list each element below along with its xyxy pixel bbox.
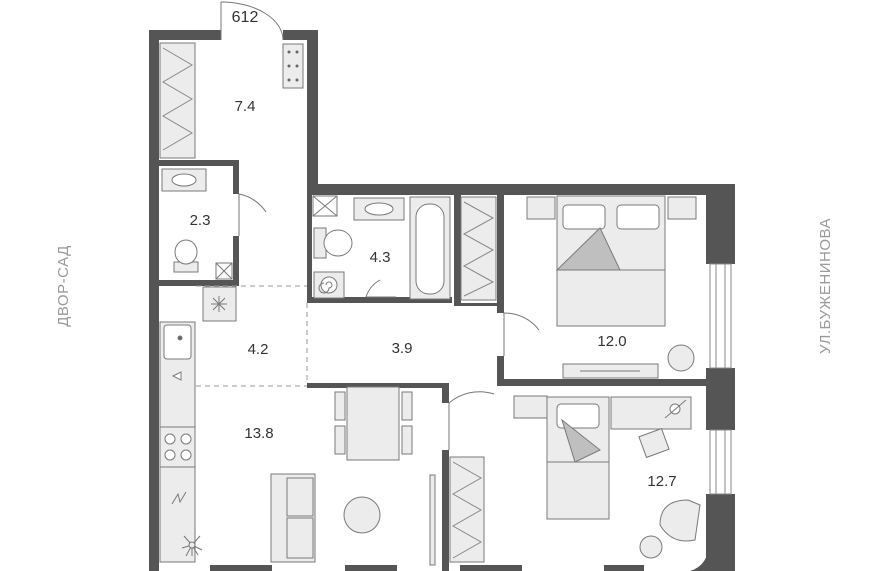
corridor-wardrobe — [460, 196, 497, 301]
area-label-hallway: 3.9 — [392, 340, 413, 357]
outer-walls — [149, 30, 735, 571]
windows — [709, 263, 732, 495]
area-label-corridor: 4.2 — [248, 341, 269, 358]
bedroom-2-furniture — [513, 395, 701, 559]
bedroom-2-wardrobe — [449, 456, 485, 563]
zone-dividers — [196, 285, 308, 387]
hall-cabinet — [282, 43, 304, 89]
dining-table — [334, 386, 413, 461]
apartment-number: 612 — [232, 9, 259, 26]
courtyard-label: ДВОР-САД — [55, 245, 72, 327]
hall-wardrobe — [159, 42, 196, 159]
coffee-table — [343, 496, 381, 534]
bathroom-fixtures — [312, 195, 451, 300]
area-label-bedroom-1: 12.0 — [597, 333, 626, 350]
kitchen-cabinets — [159, 286, 237, 563]
area-label-bedroom-2: 12.7 — [647, 473, 676, 490]
plant-icon — [181, 535, 203, 557]
interior-walls — [158, 160, 706, 571]
area-label-hall: 7.4 — [235, 98, 256, 115]
area-label-bathroom: 4.3 — [370, 249, 391, 266]
sofa — [270, 473, 316, 563]
street-label: УЛ.БУЖЕНИНОВА — [817, 218, 834, 354]
door-swings — [220, 1, 540, 450]
area-label-wc: 2.3 — [190, 212, 211, 229]
tv-unit — [429, 474, 436, 566]
wc-fixtures — [161, 168, 233, 280]
bedroom-1-furniture — [526, 195, 697, 379]
area-label-living-kitchen: 13.8 — [244, 425, 273, 442]
